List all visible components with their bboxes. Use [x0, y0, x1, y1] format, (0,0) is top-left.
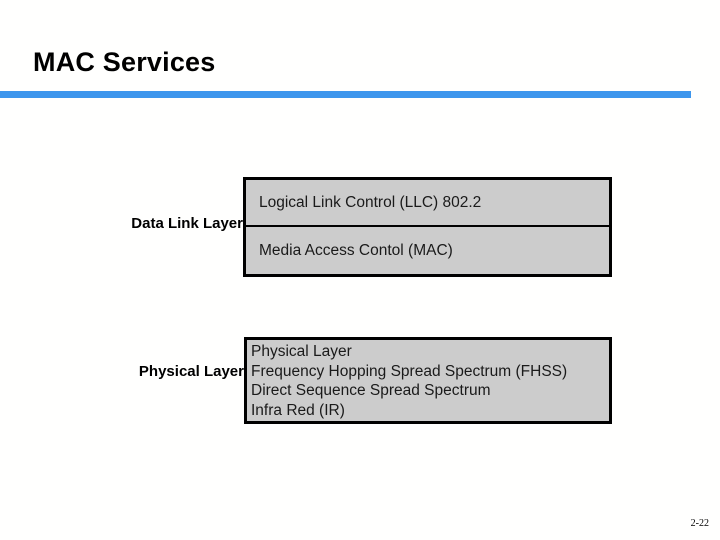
physical-entry: Physical Layer: [251, 343, 352, 360]
physical-entry: Frequency Hopping Spread Spectrum (FHSS): [251, 362, 568, 380]
layer-label-physical: Physical Layer: [138, 363, 244, 380]
data-link-layer-box: Logical Link Control (LLC) 802.2 Media A…: [243, 177, 612, 277]
page-number: 2-22: [690, 518, 709, 529]
title-divider: [0, 91, 691, 98]
physical-layer-entry-list: Physical Layer Frequency Hopping Spread …: [247, 340, 609, 420]
layer-label-data-link: Data Link Layer: [131, 215, 243, 232]
page-title: MAC Services: [33, 47, 216, 77]
sublayer-mac: Media Access Contol (MAC): [259, 241, 453, 259]
physical-layer-box: Physical Layer Frequency Hopping Spread …: [244, 337, 612, 424]
sublayer-llc: Logical Link Control (LLC) 802.2: [246, 180, 609, 227]
physical-entry: Infra Red (IR): [251, 401, 345, 419]
physical-entry: Direct Sequence Spread Spectrum: [251, 382, 491, 399]
